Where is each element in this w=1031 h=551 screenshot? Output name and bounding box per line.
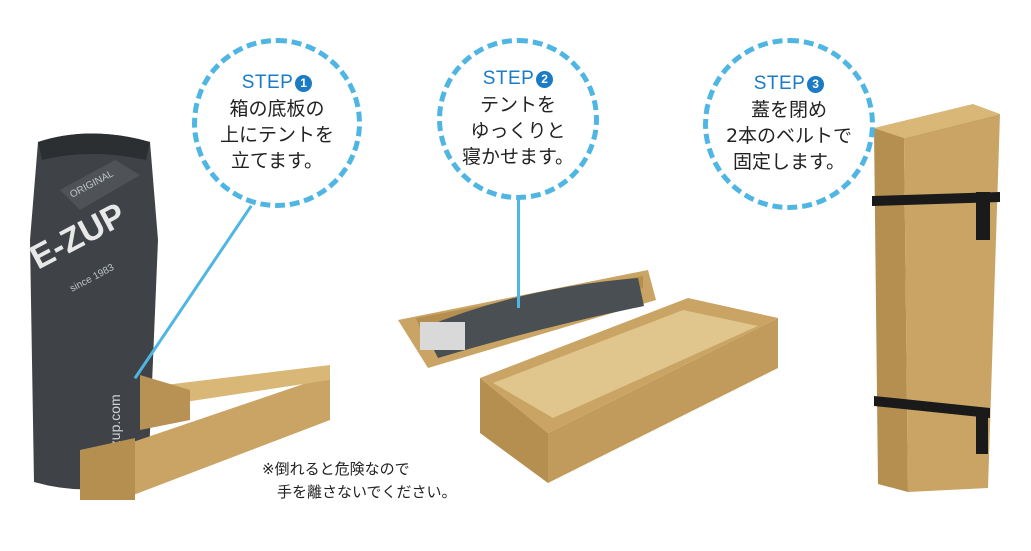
step3-label: STEP xyxy=(753,73,806,94)
step3-bubble: STEP 3 蓋を閉め 2本のベルトで 固定します。 xyxy=(703,38,875,210)
step2-text: テントを ゆっくりと 寝かせます。 xyxy=(461,94,575,168)
step1-bubble: STEP 1 箱の底板の 上にテントを 立てます。 xyxy=(192,38,362,208)
step2-number-badge: 2 xyxy=(536,70,554,88)
step1-number-badge: 1 xyxy=(295,74,313,92)
step3-text: 蓋を閉め 2本のベルトで 固定します。 xyxy=(725,99,853,173)
bag-url: ezup.com xyxy=(107,394,123,455)
step3-label-row: STEP 3 xyxy=(754,73,825,95)
step1-image: ORIGINAL E-ZUP since 1983 ezup.com xyxy=(24,133,330,500)
step3-image xyxy=(872,104,1000,492)
safety-note: ※倒れると危険なので 手を離さないでください。 xyxy=(262,460,457,501)
step2-image xyxy=(398,270,778,483)
step2-label: STEP xyxy=(482,68,535,89)
step2-leader xyxy=(517,198,520,308)
step1-text: 箱の底板の 上にテントを 立てます。 xyxy=(219,98,334,172)
step1-label: STEP xyxy=(241,72,294,93)
step3-number-badge: 3 xyxy=(807,75,825,93)
step2-bubble: STEP 2 テントを ゆっくりと 寝かせます。 xyxy=(437,38,599,200)
step1-label-row: STEP 1 xyxy=(242,72,313,94)
step2-label-row: STEP 2 xyxy=(483,68,554,90)
